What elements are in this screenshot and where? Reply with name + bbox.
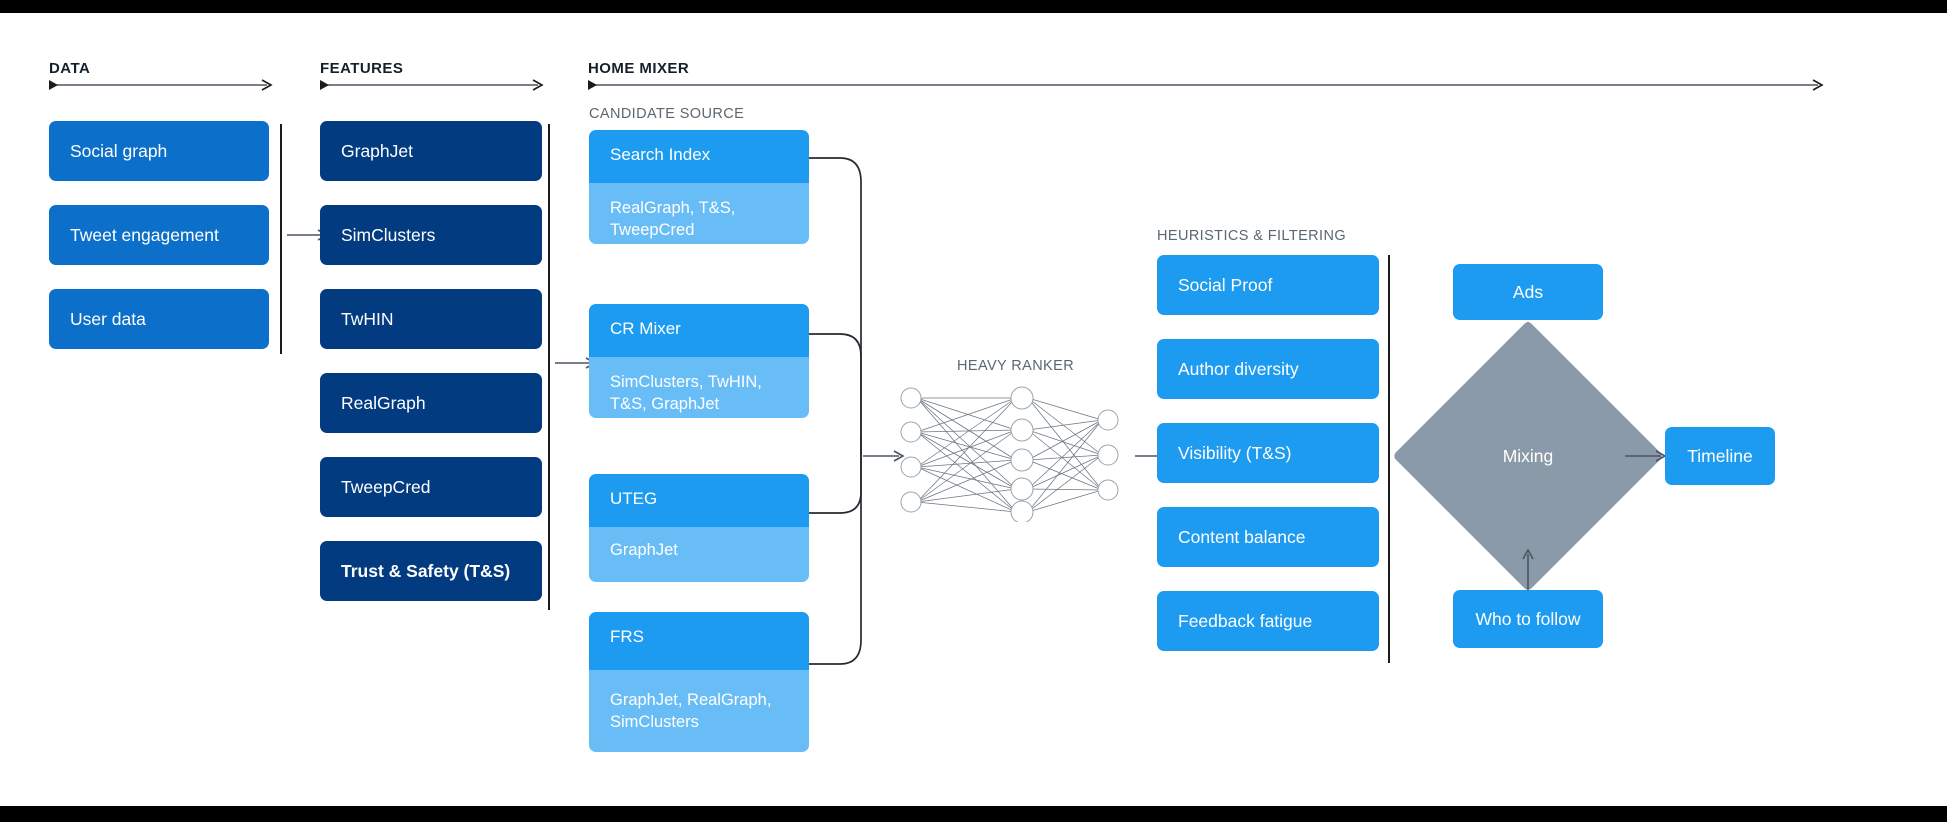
timeline-box[interactable]: Timeline: [1665, 427, 1775, 485]
heuristic-box-label: Social Proof: [1178, 274, 1273, 295]
heuristic-box-author-diversity[interactable]: Author diversity: [1157, 339, 1379, 399]
stage-axis-home-mixer: [588, 78, 1824, 92]
heuristic-box-label: Feedback fatigue: [1178, 610, 1313, 631]
data-box-label: User data: [70, 308, 146, 329]
divider-data-features: [280, 124, 282, 354]
who-to-follow-box-label: Who to follow: [1475, 608, 1581, 629]
stage-label-data: DATA: [49, 60, 91, 77]
feature-box-label: Trust & Safety (T&S): [341, 560, 511, 581]
section-label-heavy-ranker: HEAVY RANKER: [957, 358, 1075, 374]
candidate-card-frs[interactable]: FRS GraphJet, RealGraph, SimClusters: [589, 612, 809, 752]
feature-box-tweepcred[interactable]: TweepCred: [320, 457, 542, 517]
data-box-label: Tweet engagement: [70, 224, 219, 245]
heuristic-box-visibility[interactable]: Visibility (T&S): [1157, 423, 1379, 483]
data-box-tweet-engagement[interactable]: Tweet engagement: [49, 205, 269, 265]
stage-label-home-mixer: HOME MIXER: [588, 60, 690, 77]
candidate-card-title: FRS: [589, 612, 809, 670]
data-box-social-graph[interactable]: Social graph: [49, 121, 269, 181]
section-label-heuristics: HEURISTICS & FILTERING: [1157, 228, 1346, 244]
arrow-mixing-to-timeline: [1625, 449, 1667, 463]
candidate-card-title: Search Index: [589, 130, 809, 183]
candidate-card-search-index[interactable]: Search Index RealGraph, T&S, TweepCred: [589, 130, 809, 244]
stage-label-features: FEATURES: [320, 60, 404, 77]
candidate-card-features: GraphJet: [589, 527, 809, 582]
data-box-label: Social graph: [70, 140, 168, 161]
heuristic-box-social-proof[interactable]: Social Proof: [1157, 255, 1379, 315]
feature-box-twhin[interactable]: TwHIN: [320, 289, 542, 349]
arrow-candidates-to-ranker: [863, 449, 905, 463]
candidate-card-title: CR Mixer: [589, 304, 809, 357]
stage-axis-features: [320, 78, 544, 92]
candidate-card-uteg[interactable]: UTEG GraphJet: [589, 474, 809, 582]
heavy-ranker-network: [899, 382, 1129, 522]
candidate-card-title: UTEG: [589, 474, 809, 527]
letterbox-top: [0, 0, 1947, 13]
candidate-card-features: GraphJet, RealGraph, SimClusters: [589, 670, 809, 752]
ads-box-label: Ads: [1512, 281, 1544, 302]
feature-box-label: TweepCred: [341, 476, 431, 497]
feature-box-graphjet[interactable]: GraphJet: [320, 121, 542, 181]
feature-box-realgraph[interactable]: RealGraph: [320, 373, 542, 433]
heuristic-box-label: Content balance: [1178, 526, 1306, 547]
candidate-card-cr-mixer[interactable]: CR Mixer SimClusters, TwHIN, T&S, GraphJ…: [589, 304, 809, 418]
feature-box-label: RealGraph: [341, 392, 426, 413]
heuristic-box-label: Visibility (T&S): [1178, 442, 1292, 463]
candidate-card-features: SimClusters, TwHIN, T&S, GraphJet: [589, 357, 809, 418]
divider-heuristics-mixing: [1388, 255, 1390, 663]
heuristic-box-feedback-fatigue[interactable]: Feedback fatigue: [1157, 591, 1379, 651]
timeline-box-label: Timeline: [1687, 445, 1753, 466]
arrow-who-to-follow-to-mixing: [1521, 548, 1535, 590]
feature-box-simclusters[interactable]: SimClusters: [320, 205, 542, 265]
data-box-user-data[interactable]: User data: [49, 289, 269, 349]
letterbox-bottom: [0, 806, 1947, 822]
candidate-card-features: RealGraph, T&S, TweepCred: [589, 183, 809, 244]
who-to-follow-box[interactable]: Who to follow: [1453, 590, 1603, 648]
ads-box[interactable]: Ads: [1453, 264, 1603, 320]
feature-box-label: GraphJet: [341, 140, 413, 161]
feature-box-label: SimClusters: [341, 224, 436, 245]
feature-box-label: TwHIN: [341, 308, 394, 329]
heuristic-box-content-balance[interactable]: Content balance: [1157, 507, 1379, 567]
feature-box-trust-safety[interactable]: Trust & Safety (T&S): [320, 541, 542, 601]
section-label-candidate-source: CANDIDATE SOURCE: [589, 106, 745, 122]
heuristic-box-label: Author diversity: [1178, 358, 1299, 379]
divider-features-candidates: [548, 124, 550, 610]
stage-axis-data: [49, 78, 273, 92]
